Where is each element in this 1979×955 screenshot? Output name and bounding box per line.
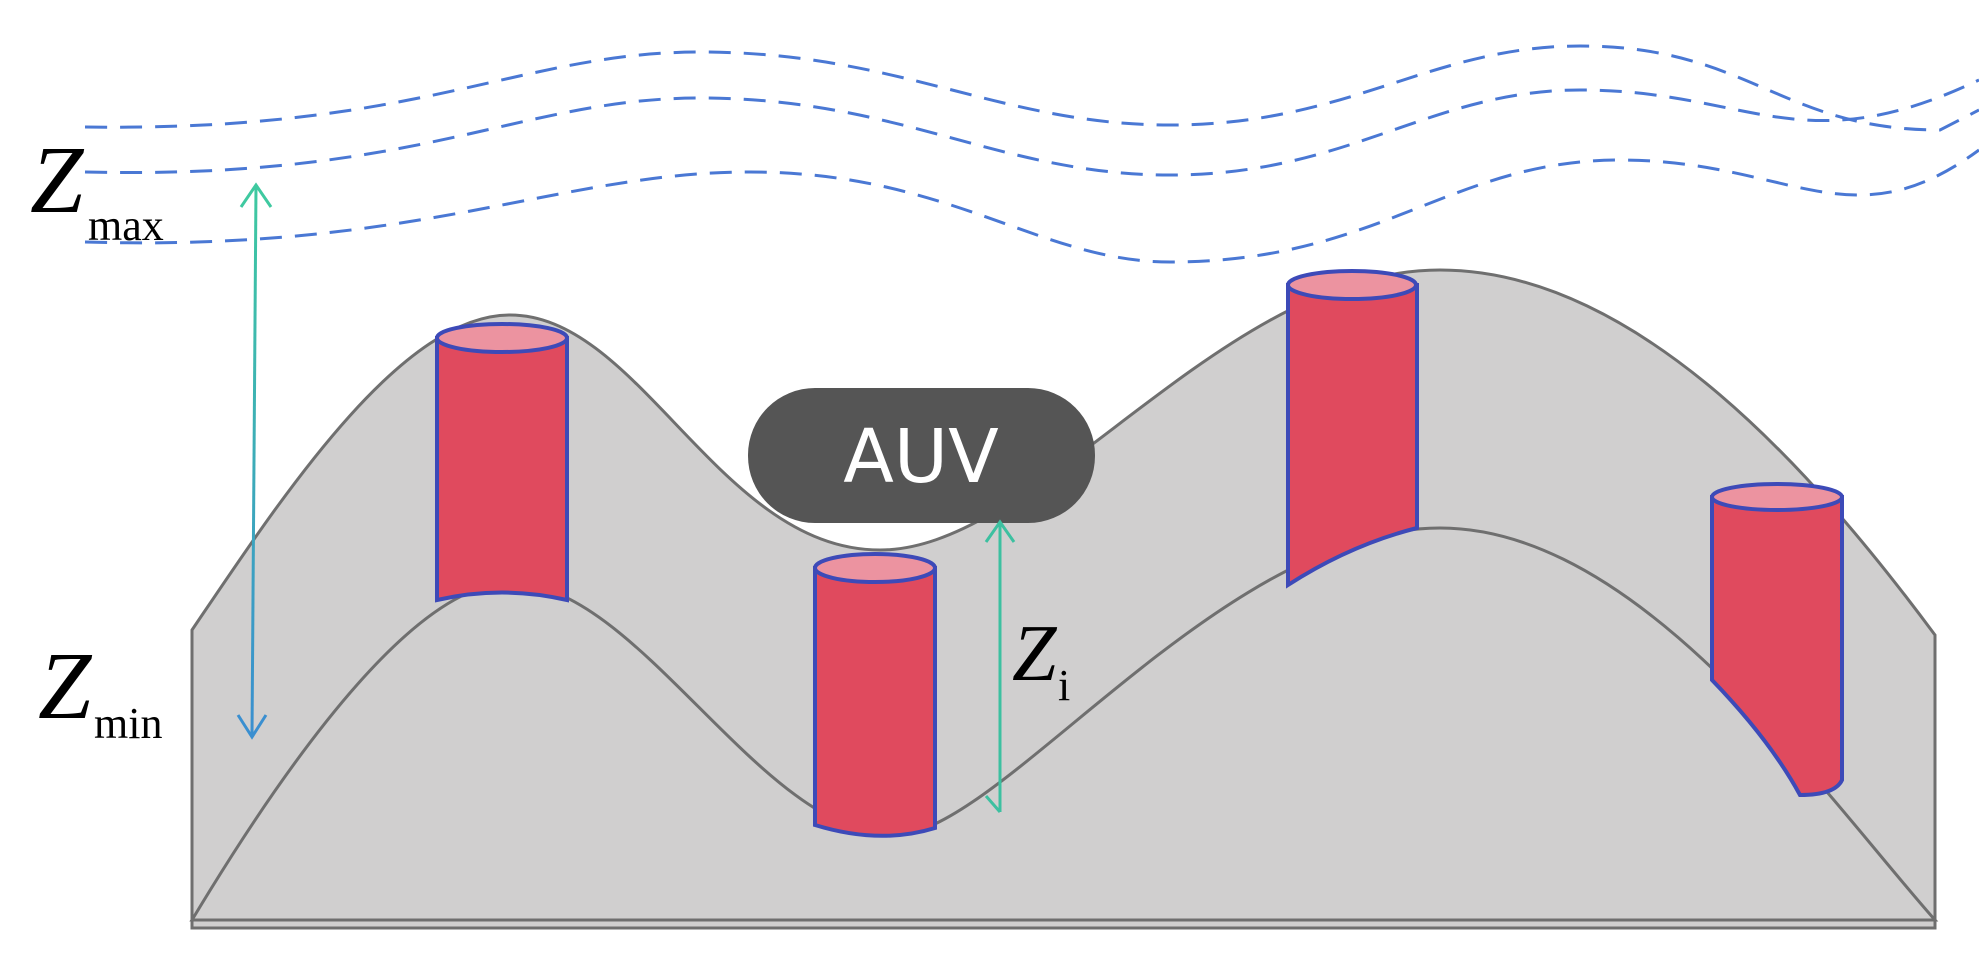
altitude-arrow-head-bottom <box>984 795 1002 813</box>
cylinder-2-body <box>813 566 937 838</box>
obstacle-cylinder-3 <box>1286 269 1419 589</box>
surface-wave-top <box>84 44 1979 132</box>
zmax-label: Z max <box>30 126 164 250</box>
cylinder-3-top <box>1286 269 1418 301</box>
auv-vehicle: AUV <box>748 388 1095 523</box>
svg-text:i: i <box>1058 661 1070 710</box>
cylinder-3-body <box>1286 283 1419 589</box>
cylinder-4-top <box>1710 482 1844 512</box>
sea-surface-waves <box>84 44 1979 264</box>
obstacle-cylinder-4 <box>1710 482 1844 798</box>
surface-wave-bottom <box>84 148 1979 264</box>
depth-range-arrow-head-top <box>239 182 273 208</box>
auv-body <box>748 388 1095 523</box>
obstacle-cylinder-1 <box>435 322 569 603</box>
altitude-arrow-head-top <box>984 519 1016 543</box>
altitude-arrow <box>984 519 1016 813</box>
surface-wave-middle <box>84 78 1979 177</box>
svg-text:Z: Z <box>38 632 93 739</box>
cylinder-1-body <box>435 336 569 603</box>
svg-text:Z: Z <box>1012 610 1058 698</box>
zmin-label: Z min <box>38 632 162 748</box>
obstacle-cylinder-2 <box>813 552 937 838</box>
depth-range-arrow <box>236 182 273 740</box>
depth-range-arrow-head-bottom <box>236 714 268 740</box>
svg-text:Z: Z <box>30 126 85 233</box>
cylinder-1-top <box>435 322 569 354</box>
cylinder-2-top <box>813 552 937 584</box>
svg-text:max: max <box>88 201 164 250</box>
auv-label: AUV <box>843 414 999 500</box>
zi-label: Z i <box>1012 610 1070 710</box>
cylinder-4-body <box>1710 495 1844 798</box>
svg-text:min: min <box>94 699 162 748</box>
